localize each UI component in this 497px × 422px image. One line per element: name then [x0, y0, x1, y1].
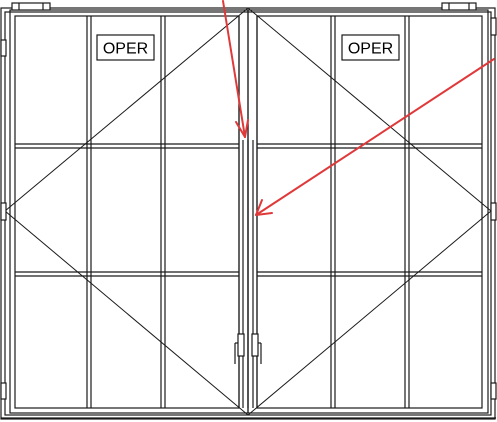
- right-side-hinges: [490, 17, 497, 400]
- right-transoms: [257, 143, 482, 277]
- annotation-arrow-right: [255, 58, 495, 216]
- left-mullions: [86, 16, 166, 408]
- right-oper-label: OPER: [341, 34, 400, 61]
- left-leaf-outer: [9, 9, 249, 414]
- right-swing-lines: [247, 7, 492, 416]
- right-oper-text: OPER: [348, 41, 393, 58]
- left-leaf-inner: [14, 15, 240, 409]
- annotation-arrow-top: [222, 0, 249, 138]
- left-hinge-middle: [0, 202, 7, 221]
- right-leaf-inner: [256, 15, 483, 409]
- right-hinge-middle: [490, 202, 497, 221]
- left-side-hinges: [0, 39, 7, 400]
- left-transoms: [15, 143, 239, 277]
- left-swing-lines: [4, 7, 249, 416]
- right-door-handle-icon: [251, 333, 262, 364]
- right-door-leaf: [247, 7, 492, 416]
- right-hinge-upper: [490, 17, 497, 36]
- left-oper-text: OPER: [103, 41, 148, 58]
- right-leaf-outer: [247, 9, 489, 414]
- top-right-hinge: [441, 2, 477, 11]
- left-door-handle-icon: [234, 333, 245, 364]
- left-oper-label: OPER: [96, 34, 155, 61]
- top-left-hinge: [11, 2, 51, 11]
- right-oper-box: [341, 34, 400, 61]
- left-hinge-upper: [0, 39, 7, 57]
- right-hinge-lower: [490, 382, 497, 400]
- left-hinge-lower: [0, 382, 7, 400]
- left-oper-box: [96, 34, 155, 61]
- right-mullions: [330, 16, 410, 408]
- left-door-leaf: [4, 7, 249, 416]
